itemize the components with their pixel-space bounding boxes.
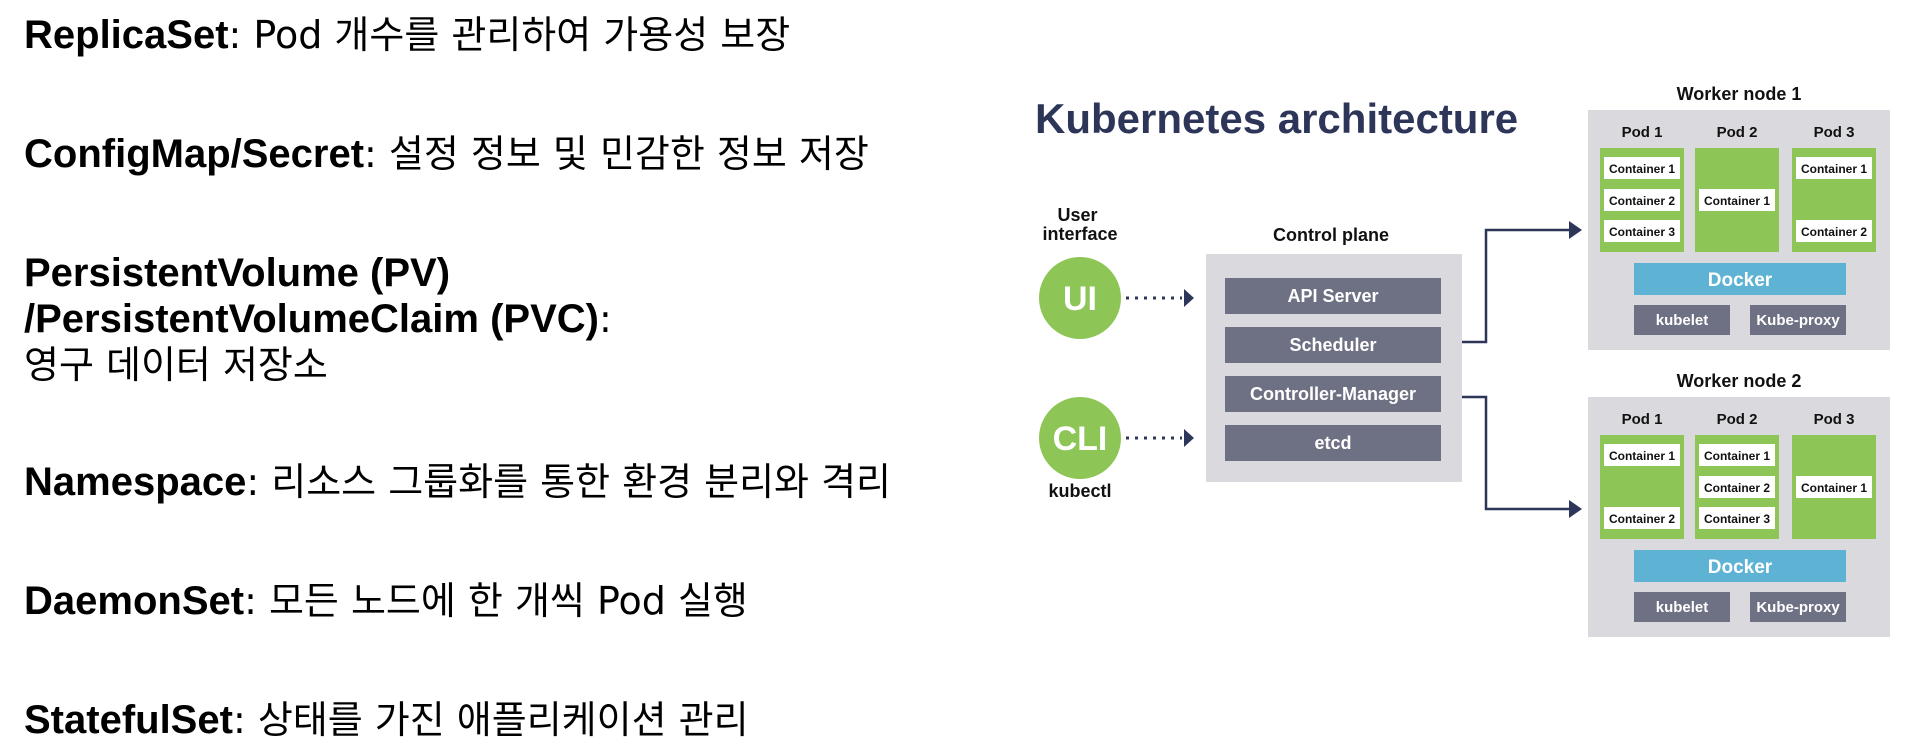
control-plane-component-label: etcd: [1314, 433, 1351, 453]
diagram-title: Kubernetes architecture: [1035, 95, 1518, 142]
container-box: [1699, 476, 1775, 498]
term-desc: : 설정 정보 및 민감한 정보 저장: [364, 132, 869, 176]
ui-circle: [1039, 257, 1121, 339]
cli-label: CLI: [1053, 420, 1108, 458]
pod-label: Pod 3: [1814, 124, 1855, 141]
ui-arrowhead: [1184, 289, 1194, 307]
term-desc: : 리소스 그룹화를 통한 환경 분리와 격리: [246, 460, 892, 504]
kubectl-label: kubectl: [1048, 481, 1111, 501]
node-agent-label: Kube-proxy: [1756, 312, 1840, 329]
container-label: Container 2: [1704, 481, 1770, 495]
control-plane-component-label: API Server: [1287, 286, 1378, 306]
docker-runtime-label: Docker: [1708, 270, 1773, 291]
container-box: [1796, 476, 1872, 498]
container-box: [1604, 157, 1680, 179]
node-agent-box: [1634, 305, 1730, 335]
worker-node-title: Worker node 1: [1677, 84, 1802, 104]
container-label: Container 1: [1609, 162, 1675, 176]
node-agent-label: kubelet: [1656, 599, 1709, 616]
arrowhead-to-worker-node-2: [1569, 500, 1582, 518]
container-label: Container 3: [1609, 225, 1675, 239]
term-name: Namespace: [24, 460, 247, 504]
node-agent-box: [1634, 592, 1730, 622]
term-name: StatefulSet: [24, 698, 233, 742]
term-desc: : 상태를 가진 애플리케이션 관리: [232, 698, 749, 742]
term-name-line1: PersistentVolume (PV): [24, 251, 451, 295]
term-name: ReplicaSet: [24, 13, 229, 57]
term-name: DaemonSet: [24, 579, 245, 623]
container-label: Container 1: [1704, 449, 1770, 463]
term-persistent-volume: PersistentVolume (PV) /PersistentVolumeC…: [24, 250, 612, 388]
container-box: [1699, 189, 1775, 211]
container-box: [1604, 220, 1680, 242]
term-name: ConfigMap/Secret: [24, 132, 365, 176]
control-plane-component-box: [1225, 278, 1441, 314]
cli-arrowhead: [1184, 429, 1194, 447]
connector-to-worker-node-1: [1462, 228, 1570, 344]
container-label: Container 2: [1609, 512, 1675, 526]
node-agent-box: [1750, 592, 1846, 622]
container-box: [1604, 507, 1680, 529]
docker-runtime-bar: [1634, 550, 1846, 582]
arrowhead-to-worker-node-1: [1569, 221, 1582, 239]
term-desc: : 모든 노드에 한 개씩 Pod 실행: [244, 579, 748, 623]
docker-runtime-label: Docker: [1708, 557, 1773, 578]
term-colon: :: [598, 297, 612, 341]
term-configmap-secret: ConfigMap/Secret: 설정 정보 및 민감한 정보 저장: [24, 131, 869, 177]
pod-label: Pod 1: [1622, 124, 1663, 141]
term-name-line2: /PersistentVolumeClaim (PVC): [24, 297, 599, 341]
node-agent-box: [1750, 305, 1846, 335]
container-label: Container 2: [1609, 194, 1675, 208]
term-replicaset: ReplicaSet: Pod 개수를 관리하여 가용성 보장: [24, 12, 790, 58]
control-plane-component-box: [1225, 327, 1441, 363]
cli-circle: [1039, 397, 1121, 479]
pod-label: Pod 2: [1717, 124, 1758, 141]
container-label: Container 1: [1801, 162, 1867, 176]
container-label: Container 1: [1801, 481, 1867, 495]
node-agent-label: kubelet: [1656, 312, 1709, 329]
control-plane-component-box: [1225, 376, 1441, 412]
control-plane-component-label: Scheduler: [1289, 335, 1376, 355]
connector-to-worker-node-2: [1462, 395, 1570, 511]
worker-node-2: Worker node 2 Pod 1 Container 1 Container 2…: [1588, 371, 1890, 637]
container-box: [1796, 220, 1872, 242]
docker-runtime-bar: [1634, 263, 1846, 295]
term-namespace: Namespace: 리소스 그룹화를 통한 환경 분리와 격리: [24, 459, 891, 505]
container-label: Container 1: [1704, 194, 1770, 208]
ui-label: UI: [1063, 280, 1097, 318]
pod-label: Pod 3: [1814, 411, 1855, 428]
worker-nodes: Worker node 1 Pod 1 Container 1 Container 2…: [1588, 84, 1890, 637]
term-statefulset: StatefulSet: 상태를 가진 애플리케이션 관리: [24, 697, 749, 743]
user-interface-label: User interface: [1042, 205, 1117, 244]
control-plane-component-label: Controller-Manager: [1250, 384, 1416, 404]
pod-label: Pod 1: [1622, 411, 1663, 428]
container-label: Container 1: [1609, 449, 1675, 463]
container-box: [1604, 189, 1680, 211]
container-label: Container 2: [1801, 225, 1867, 239]
term-desc: : Pod 개수를 관리하여 가용성 보장: [228, 13, 791, 57]
control-plane-title: Control plane: [1273, 225, 1389, 245]
worker-node-title: Worker node 2: [1677, 371, 1802, 391]
container-box: [1604, 444, 1680, 466]
control-plane-component-box: [1225, 425, 1441, 461]
container-label: Container 3: [1704, 512, 1770, 526]
term-desc: 영구 데이터 저장소: [24, 343, 328, 387]
container-box: [1796, 157, 1872, 179]
node-agent-label: Kube-proxy: [1756, 599, 1840, 616]
term-daemonset: DaemonSet: 모든 노드에 한 개씩 Pod 실행: [24, 578, 748, 624]
container-box: [1699, 444, 1775, 466]
worker-node-1: Worker node 1 Pod 1 Container 1 Container 2…: [1588, 84, 1890, 350]
container-box: [1699, 507, 1775, 529]
pod-label: Pod 2: [1717, 411, 1758, 428]
